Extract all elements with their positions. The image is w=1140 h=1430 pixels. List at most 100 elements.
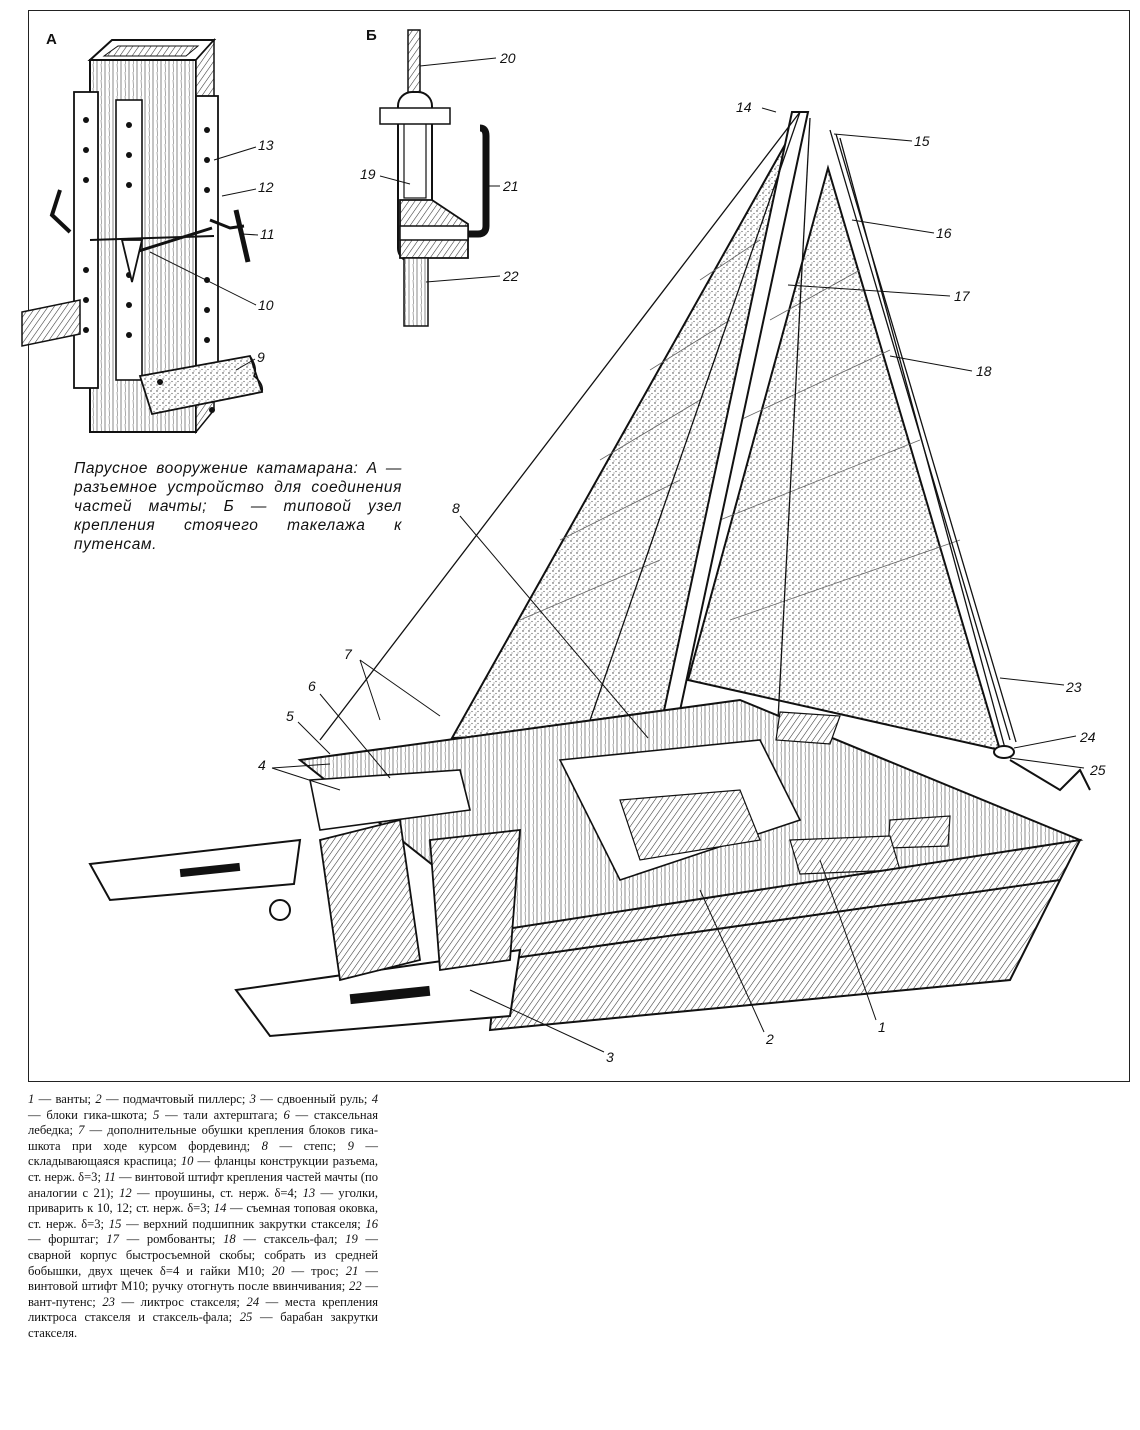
legend-item-number: 3 (249, 1092, 256, 1106)
callout-14: 14 (736, 99, 752, 115)
legend-item-number: 24 (246, 1294, 260, 1309)
callout-25: 25 (1089, 762, 1106, 778)
legend-item-number: 5 (153, 1107, 160, 1122)
callout-11: 11 (260, 226, 275, 242)
legend-item: 3 — сдвоенный руль; (249, 1092, 368, 1106)
figure-frame (28, 10, 1130, 1082)
legend-item: 5 — тали ахтерштага; (153, 1107, 278, 1122)
legend-item-text: подмачтовый пиллерс; (122, 1092, 246, 1106)
legend-item-number: 2 (95, 1092, 102, 1106)
callout-1: 1 (878, 1019, 886, 1035)
callout-22: 22 (502, 268, 519, 284)
legend-item-number: 21 (345, 1263, 359, 1278)
legend-item-text: съемная топовая оковка, ст. нерж. δ=3; (28, 1201, 378, 1231)
legend-item-number: 19 (345, 1232, 358, 1247)
callout-9: 9 (257, 349, 265, 365)
legend-item: 21 — винтовой штифт М10; ручку отогнуть … (28, 1263, 379, 1294)
legend-item-text: блоки гика-шкота; (46, 1107, 148, 1122)
callout-16: 16 (936, 225, 952, 241)
figure-caption: Парусное вооружение катамарана: А — разъ… (74, 460, 402, 553)
legend-item-text: вант-путенс; (28, 1294, 96, 1309)
legend-item-number: 8 (261, 1138, 268, 1153)
callout-13: 13 (258, 137, 274, 153)
legend-item-text: степс; (303, 1138, 337, 1153)
legend-item-number: 6 (283, 1107, 290, 1122)
legend-item: 24 — места крепления ликтроса стакселя и… (28, 1294, 379, 1325)
legend-item: 13 — уголки, приварить к 10, 12; ст. нер… (28, 1185, 378, 1216)
legend-item-text: ромбованты; (146, 1232, 216, 1247)
legend-item: 22 — вант-путенс; (28, 1279, 378, 1309)
legend-item: 4 — блоки гика-шкота; (28, 1092, 378, 1122)
callout-4: 4 (258, 757, 266, 773)
legend-item-number: 23 (102, 1294, 115, 1309)
legend-item: 17 — ромбованты; (106, 1232, 216, 1247)
callout-6: 6 (308, 678, 316, 694)
legend-item: 20 — трос; (271, 1263, 339, 1278)
legend-item-number: 15 (108, 1216, 122, 1231)
legend-item-text: проушины, ст. нерж. δ=4; (154, 1185, 298, 1200)
legend-item-text: места крепления ликтроса стакселя и стак… (28, 1294, 379, 1325)
legend-item: 9 — складывающаяся краспица; (28, 1138, 379, 1169)
legend-item-text: винтовой штифт крепления частей мачты (п… (28, 1169, 378, 1200)
legend-item-text: складывающаяся краспица; (28, 1154, 177, 1169)
legend-item-text: винтовой штифт М10; ручку отогнуть после… (28, 1279, 346, 1294)
legend-item-text: дополнительные обушки крепления блоков г… (28, 1123, 379, 1153)
callout-10: 10 (258, 297, 274, 313)
callout-8: 8 (452, 500, 460, 516)
legend-item-text: ванты; (55, 1092, 92, 1106)
legend-item-number: 4 (371, 1092, 378, 1106)
legend-item: 11 — винтовой штифт крепления частей мач… (28, 1169, 378, 1200)
legend-item: 18 — стаксель-фал; (223, 1232, 338, 1247)
callout-3: 3 (606, 1049, 614, 1065)
callout-12: 12 (258, 179, 274, 195)
callout-15: 15 (914, 133, 930, 149)
legend-item: 6 — стаксельная лебедка; (28, 1107, 378, 1138)
legend-item-number: 14 (213, 1201, 227, 1216)
legend-item: 1 — ванты; (28, 1092, 92, 1106)
legend-item-text: уголки, приварить к 10, 12; ст. нерж. δ=… (28, 1185, 378, 1216)
legend-item-number: 18 (223, 1232, 236, 1247)
callout-18: 18 (976, 363, 992, 379)
callout-17: 17 (954, 288, 971, 304)
legend-item-number: 7 (78, 1123, 85, 1138)
legend-item-text: стаксель-фал; (263, 1232, 338, 1247)
legend-item-number: 16 (365, 1216, 379, 1231)
legend-item-number: 12 (119, 1185, 132, 1200)
catamaran-drawing (88, 107, 1091, 1053)
legend-item: 15 — верхний подшипник закрутки стакселя… (108, 1216, 361, 1231)
legend-item-number: 20 (271, 1263, 285, 1278)
legend-item-number: 10 (180, 1154, 194, 1169)
legend-item-number: 22 (349, 1279, 362, 1294)
legend-item-text: форштаг; (48, 1232, 99, 1247)
legend-item-number: 9 (347, 1138, 354, 1153)
legend-item-text: стаксельная лебедка; (28, 1107, 378, 1138)
callout-24: 24 (1079, 729, 1096, 745)
legend-item: 10 — фланцы конструкции разъема, ст. нер… (28, 1154, 378, 1184)
legend-item-text: сдвоенный руль; (277, 1092, 368, 1106)
legend-item-text: барабан закрутки стакселя. (28, 1310, 379, 1340)
legend-item: 25 — барабан закрутки стакселя. (28, 1310, 379, 1340)
panel-b-shroud-fitting (379, 29, 501, 327)
legend-item-text: верхний подшипник закрутки стакселя; (143, 1216, 361, 1231)
legend-item: 7 — дополнительные обушки крепления блок… (28, 1123, 379, 1153)
callout-2: 2 (765, 1031, 774, 1047)
legend-item-number: 1 (28, 1092, 35, 1106)
legend-item: 12 — проушины, ст. нерж. δ=4; (119, 1185, 298, 1200)
panel-a-mast-joint (21, 38, 264, 435)
legend-item-number: 25 (239, 1310, 253, 1325)
legend-item-number: 17 (106, 1232, 119, 1247)
legend-item: 2 — подмачтовый пиллерс; (95, 1092, 246, 1106)
panel-b-letter: Б (366, 27, 377, 44)
legend-item: 8 — степс; (261, 1138, 337, 1153)
legend-item-text: трос; (311, 1263, 339, 1278)
legend: 1 — ванты; 2 — подмачтовый пиллерс; 3 — … (28, 1092, 378, 1342)
legend-item-text: ликтрос стакселя; (140, 1294, 240, 1309)
callout-19: 19 (360, 166, 376, 182)
legend-item: 14 — съемная топовая оковка, ст. нерж. δ… (28, 1201, 378, 1231)
legend-item: 19 — сварной корпус быстросъемной скобы;… (28, 1232, 378, 1278)
legend-item-number: 13 (302, 1185, 316, 1200)
callout-5: 5 (286, 708, 294, 724)
callout-20: 20 (499, 50, 516, 66)
callout-7: 7 (344, 646, 353, 662)
